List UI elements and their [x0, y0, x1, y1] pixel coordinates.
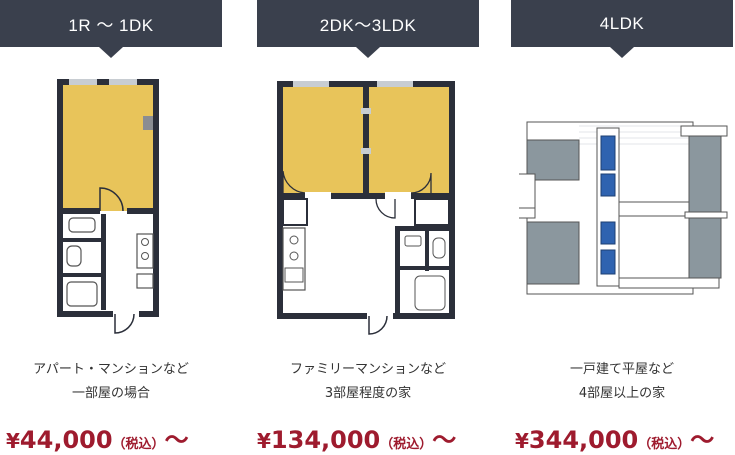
price-currency: ¥ [515, 429, 529, 453]
plan-description: アパート・マンションなど 一部屋の場合 [0, 358, 222, 406]
tab-arrow [99, 47, 123, 58]
plan-tab-label: 1R ～ 1DK [68, 16, 154, 35]
plan-price: ¥344,000（税込）～ [515, 420, 735, 455]
plan-description: 一戸建て平屋など 4部屋以上の家 [511, 358, 733, 406]
price-currency: ¥ [257, 429, 271, 453]
price-amount: 344,000 [528, 426, 639, 454]
house-elevation-image [519, 121, 728, 295]
plan-description-line2: 一部屋の場合 [71, 386, 150, 401]
plan-description-line2: 4部屋以上の家 [578, 386, 666, 401]
price-currency: ¥ [6, 429, 20, 453]
plan-description-line1: アパート・マンションなど [33, 362, 189, 377]
plan-description-line2: 3部屋程度の家 [324, 386, 412, 401]
price-tilde: ～ [164, 426, 189, 454]
price-amount: 44,000 [19, 426, 113, 454]
floorplan-2dk-image [277, 81, 455, 335]
plan-description-line1: ファミリーマンションなど [289, 362, 446, 377]
plan-description-line1: 一戸建て平屋など [569, 362, 674, 377]
price-tax-note: （税込） [112, 437, 165, 452]
plan-tab-4ldk: 4LDK [511, 0, 733, 47]
plan-price: ¥44,000（税込）～ [6, 420, 242, 455]
plan-tab-label: 2DK～3LDK [319, 16, 417, 35]
price-amount: 134,000 [270, 426, 381, 454]
price-tax-note: （税込） [380, 437, 433, 452]
plan-tab-label: 4LDK [599, 13, 645, 33]
plan-tab-1r-1dk: 1R ～ 1DK [0, 0, 222, 47]
tab-arrow [610, 47, 634, 58]
price-tax-note: （税込） [638, 437, 691, 452]
price-tilde: ～ [432, 426, 457, 454]
plan-price: ¥134,000（税込）～ [257, 420, 493, 455]
plan-description: ファミリーマンションなど 3部屋程度の家 [257, 358, 479, 406]
plan-tab-2dk-3ldk: 2DK～3LDK [257, 0, 479, 47]
floorplan-1r-image [57, 79, 159, 334]
price-tilde: ～ [690, 426, 715, 454]
tab-arrow [356, 47, 380, 58]
